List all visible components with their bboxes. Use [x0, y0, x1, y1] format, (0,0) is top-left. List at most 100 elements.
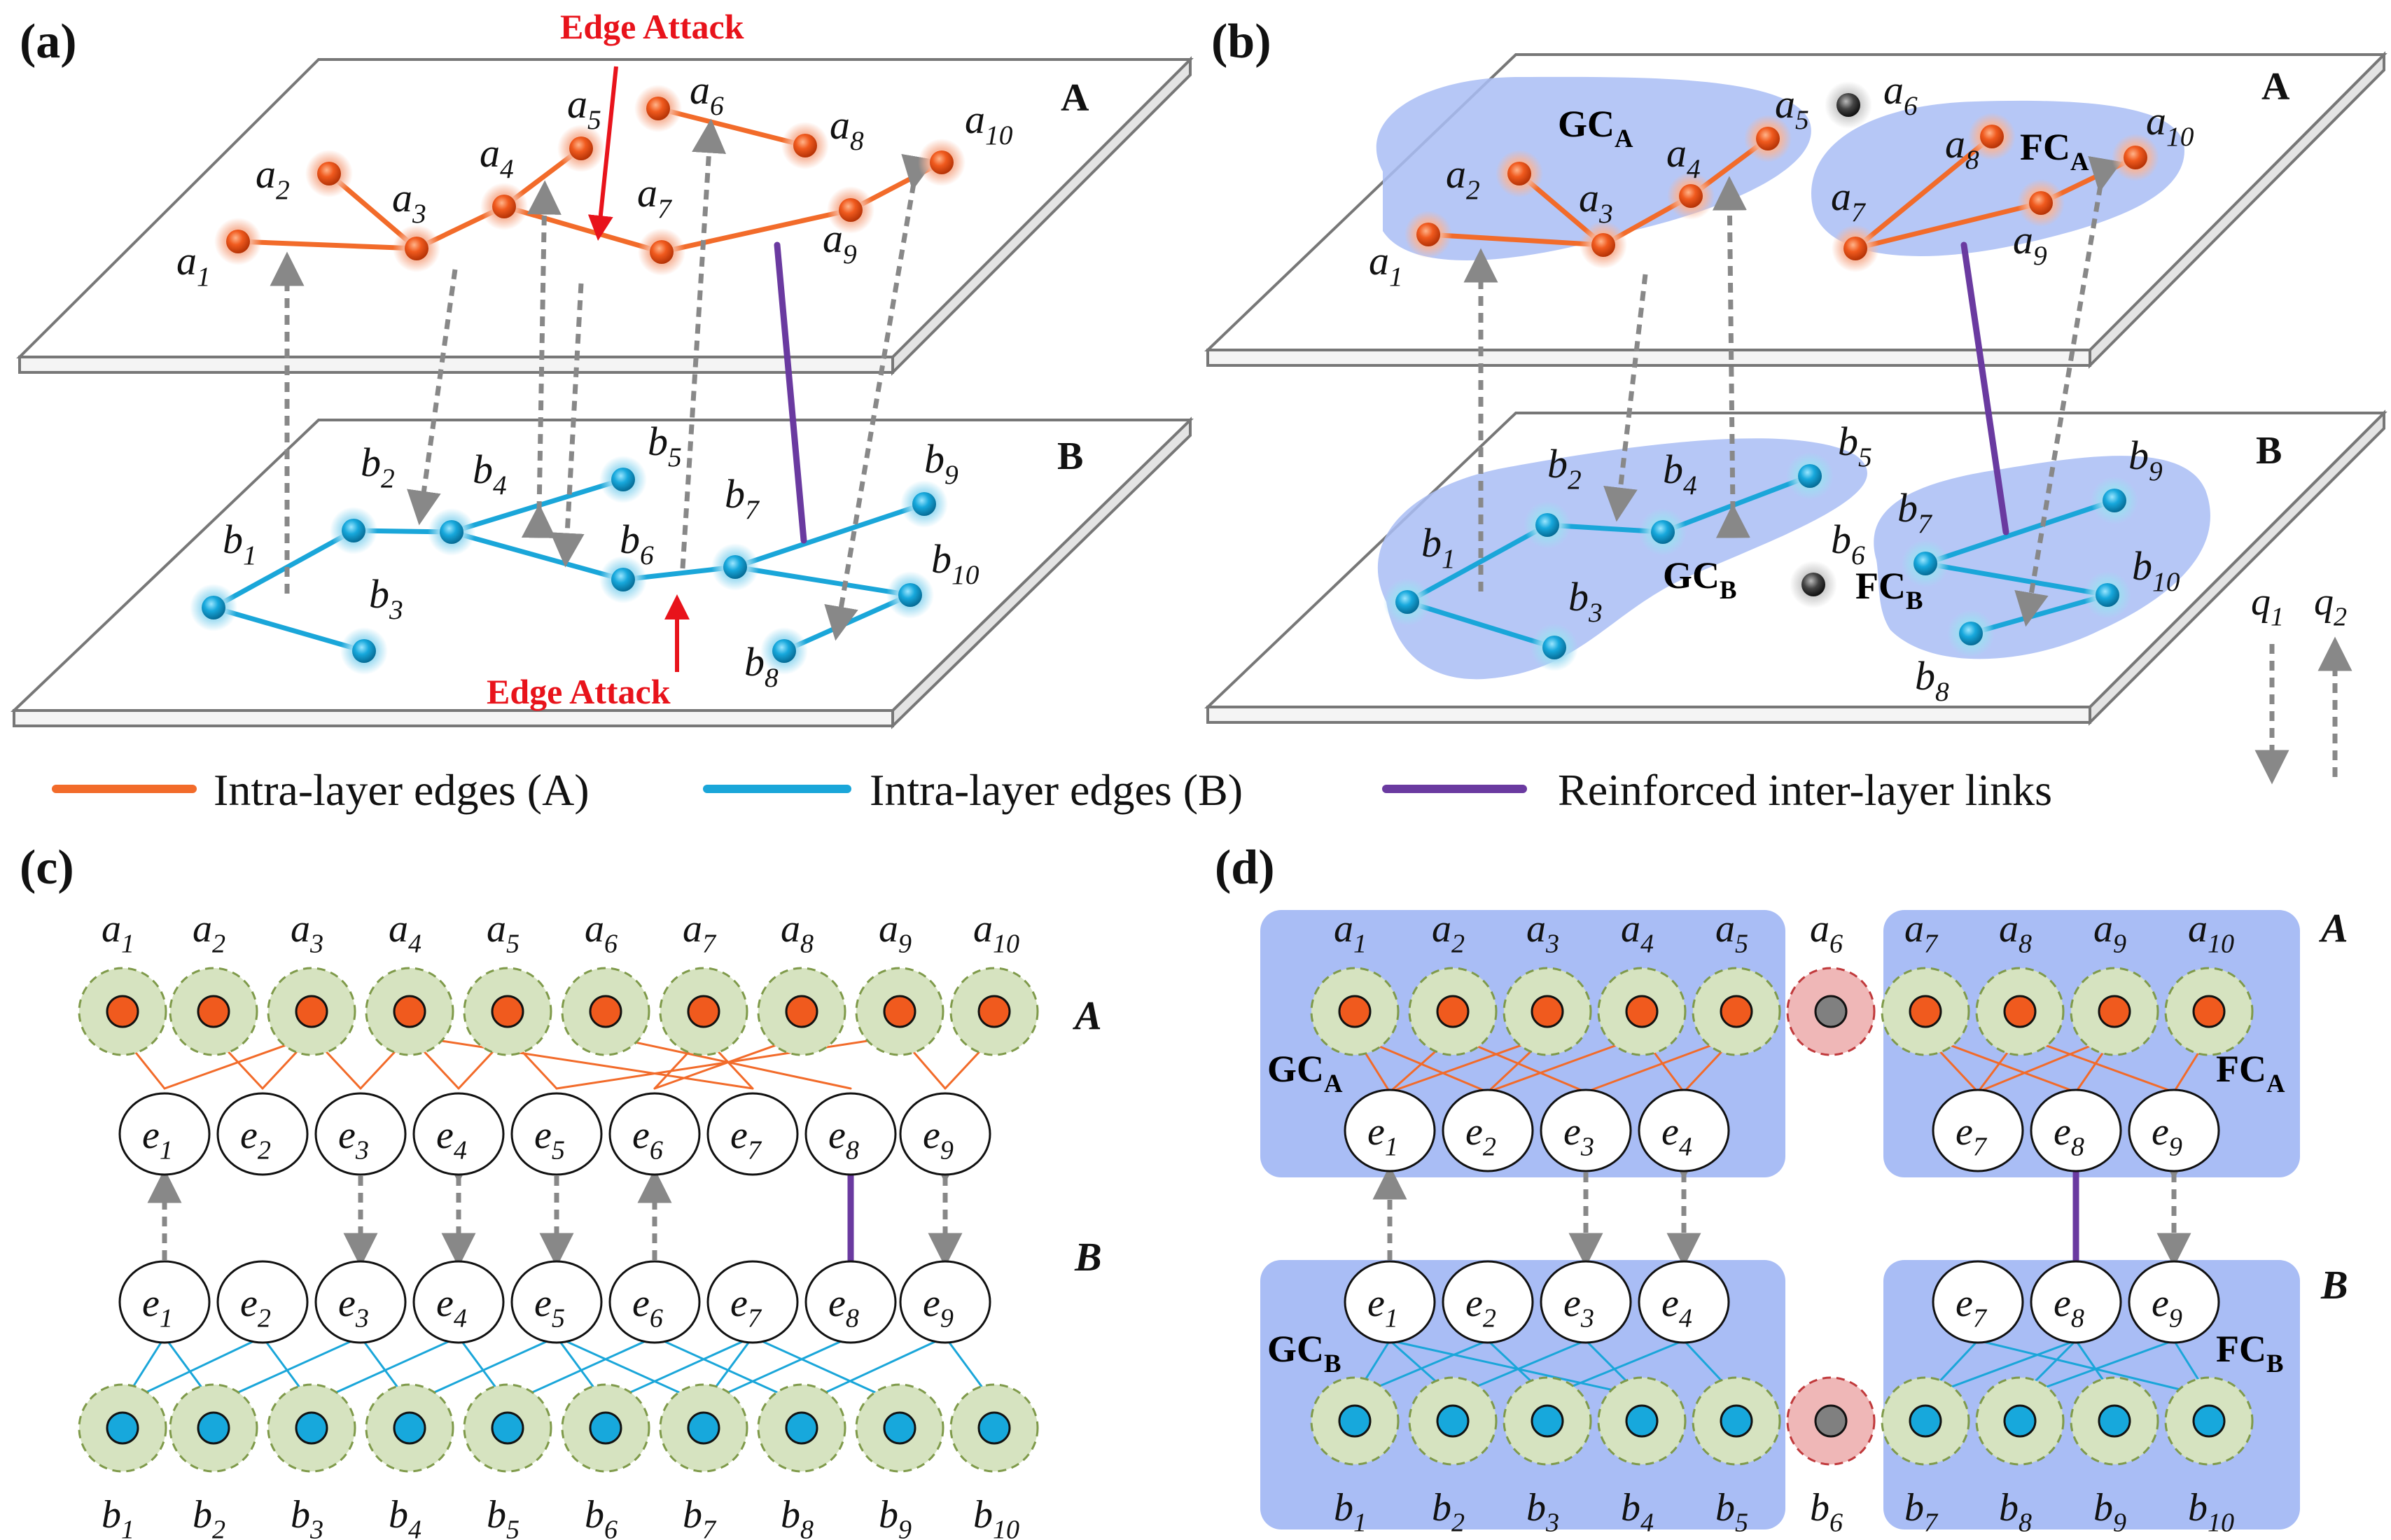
- label-gc-b-3d: GCB: [1663, 554, 1737, 604]
- d-label-b3-sub: 3: [1545, 1508, 1559, 1538]
- b-node-b5: [1798, 464, 1822, 488]
- b-node-b10: [2096, 583, 2119, 607]
- b-intra-edge-a-a7-a8: [1853, 134, 1995, 251]
- node-b7: [723, 555, 747, 579]
- label-b7-main: b: [725, 471, 745, 517]
- node-a3: [405, 237, 428, 260]
- label-fc-b-3d: FCB: [1855, 565, 1923, 615]
- c-label-bot-e9-sub: 9: [940, 1304, 954, 1334]
- d-label-fc-b: FCB: [2216, 1328, 2283, 1378]
- c-node-a8: [785, 995, 818, 1028]
- d-edge-b-8: [1388, 1339, 1643, 1398]
- legend-intra-b: Intra-layer edges (B): [870, 765, 1243, 815]
- label-fc-a-3d-main: FC: [2020, 126, 2070, 168]
- b-label-a5-sub: 5: [1795, 104, 1809, 135]
- d-label-b6-sub: 6: [1829, 1508, 1843, 1538]
- c-label-a5-sub: 5: [506, 930, 520, 959]
- c-label-bot-e5: e5: [534, 1282, 565, 1334]
- c-label-bot-e9-main: e: [923, 1282, 940, 1325]
- d-label-top-e7: e7: [1956, 1110, 1988, 1162]
- node-b3: [352, 639, 376, 663]
- c-label-a3: a3: [291, 907, 323, 959]
- b-label-b8-main: b: [1915, 653, 1935, 699]
- c-label-b4-sub: 4: [408, 1516, 421, 1540]
- c-label-bot-e2-sub: 2: [258, 1304, 271, 1334]
- c-node-b3: [295, 1411, 328, 1445]
- c-label-top-e5-main: e: [534, 1114, 552, 1157]
- c-label-b10-main: b: [973, 1493, 993, 1536]
- d-label-bot-e2-sub: 2: [1483, 1304, 1496, 1334]
- dep-a-6: [824, 153, 935, 641]
- d-node-b9: [2098, 1404, 2131, 1438]
- c-label-top-e6-sub: 6: [650, 1136, 663, 1166]
- d-label-b1-sub: 1: [1353, 1508, 1367, 1538]
- d-node-b10: [2192, 1404, 2226, 1438]
- plane-a-layer-b-front: [13, 709, 894, 727]
- c-edge-node-top-e3: [314, 1092, 407, 1176]
- d-label-b7: b7: [1904, 1486, 1939, 1538]
- b-label-a2: a2: [1446, 151, 1480, 205]
- b-node-b1: [1395, 590, 1419, 614]
- c-label-bot-e7-sub: 7: [748, 1304, 762, 1334]
- c-label-top-e8-sub: 8: [846, 1136, 859, 1166]
- c-label-b9-main: b: [879, 1493, 898, 1536]
- c-label-b10: b10: [973, 1493, 1019, 1540]
- d-node-a4: [1625, 995, 1659, 1028]
- b-node-b6: [1801, 573, 1825, 596]
- d-edge-node-top-e1: [1344, 1088, 1436, 1172]
- d-label-a8-main: a: [1999, 907, 2019, 951]
- node-b4: [440, 520, 463, 544]
- label-a9-sub: 9: [843, 239, 857, 270]
- c-label-b10-sub: 10: [993, 1516, 1019, 1540]
- intra-edge-a-a6-a8: [655, 106, 808, 148]
- d-edge-node-bot-e2: [1442, 1260, 1534, 1344]
- plane-b-layer-a-front: [1206, 349, 2091, 367]
- d-label-gc-a-main: GC: [1267, 1048, 1324, 1090]
- c-edge-node-top-e9: [899, 1092, 991, 1176]
- node-a8: [793, 134, 817, 158]
- dep-a-4: [550, 283, 585, 568]
- c-label-top-e2-main: e: [240, 1114, 258, 1157]
- d-label-b10-main: b: [2188, 1486, 2208, 1530]
- d-label-bot-e2: e2: [1465, 1282, 1496, 1334]
- c-label-b3-sub: 3: [309, 1516, 323, 1540]
- b-label-a3-main: a: [1579, 175, 1599, 220]
- b-intra-edge-b-b1-b2: [1404, 522, 1550, 605]
- c-node-b2: [197, 1411, 230, 1445]
- d-label-top-e9-main: e: [2152, 1110, 2169, 1154]
- c-edge-node-bot-e4: [412, 1260, 505, 1344]
- c-label-b7: b7: [683, 1493, 717, 1540]
- c-layer-label-a: A: [1073, 993, 1102, 1038]
- c-label-b1-sub: 1: [121, 1516, 134, 1540]
- d-label-a3-main: a: [1526, 907, 1546, 951]
- node-a4: [492, 195, 516, 218]
- c-label-a10-sub: 10: [993, 930, 1019, 959]
- c-node-a2: [197, 995, 230, 1028]
- d-label-gc-b-main: GC: [1267, 1328, 1324, 1370]
- c-label-b6: b6: [585, 1493, 618, 1540]
- node-a2: [317, 162, 341, 186]
- dep-a-2: [407, 269, 458, 526]
- label-b10: b10: [931, 536, 980, 590]
- b-label-b10-sub: 10: [2152, 566, 2180, 597]
- d-label-b4-sub: 4: [1640, 1508, 1654, 1538]
- c-node-a1: [106, 995, 139, 1028]
- d-node-b6: [1814, 1404, 1848, 1438]
- node-a10: [930, 150, 954, 174]
- b-node-a7: [1843, 237, 1867, 260]
- d-edge-node-bot-e4: [1638, 1260, 1730, 1344]
- d-label-b3-main: b: [1526, 1486, 1546, 1530]
- b-intra-edge-a-a1-a3: [1425, 232, 1606, 248]
- b-node-a9: [2029, 191, 2053, 215]
- c-label-b5: b5: [487, 1493, 520, 1540]
- d-label-a2: a2: [1432, 907, 1465, 959]
- c-label-top-e6: e6: [632, 1114, 663, 1166]
- label-a10-sub: 10: [985, 120, 1013, 150]
- d-edge-node-bot-e7: [1932, 1260, 2024, 1344]
- label-b6: b6: [620, 517, 654, 570]
- node-a7: [650, 240, 674, 264]
- layer-label-a-top: A: [1061, 76, 1089, 120]
- c-node-a10: [977, 995, 1011, 1028]
- label-gc-b-3d-sub: B: [1720, 575, 1737, 604]
- b-label-b3: b3: [1568, 574, 1603, 628]
